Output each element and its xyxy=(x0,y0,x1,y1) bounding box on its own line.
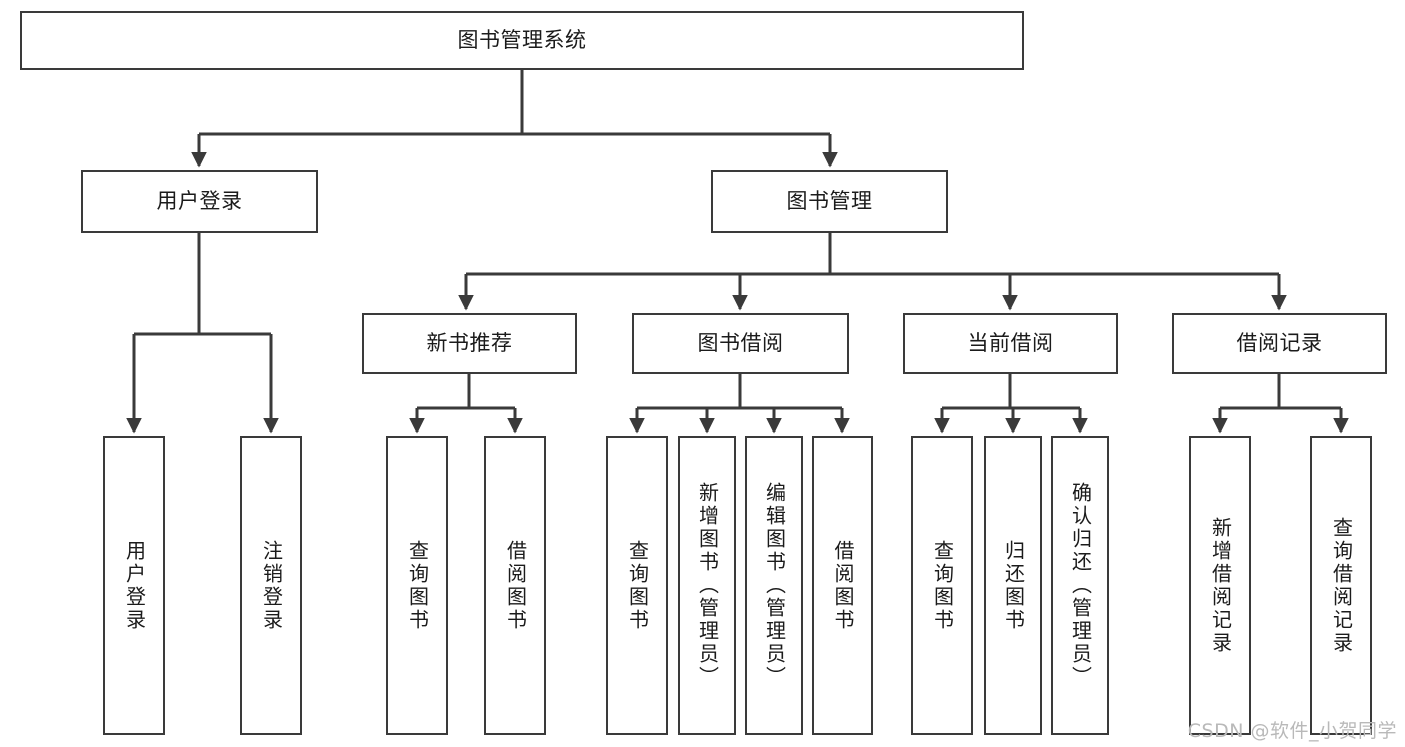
leaf-add-book-label: 新增图书（管理员） xyxy=(695,482,720,689)
leaf-user-login-label: 用户登录 xyxy=(122,539,147,632)
leaf-user-logout[interactable]: 注销登录 xyxy=(240,436,302,735)
leaf-borrow-book-1[interactable]: 借阅图书 xyxy=(484,436,546,735)
node-user-login-label: 用户登录 xyxy=(156,189,243,214)
node-current-borrow-label: 当前借阅 xyxy=(967,331,1054,356)
node-current-borrow[interactable]: 当前借阅 xyxy=(903,313,1118,374)
leaf-edit-book-label: 编辑图书（管理员） xyxy=(762,482,787,689)
leaf-query-book-1-label: 查询图书 xyxy=(405,539,430,632)
leaf-query-book-2-label: 查询图书 xyxy=(625,539,650,632)
node-new-book-rec-label: 新书推荐 xyxy=(426,331,513,356)
node-borrow-record-label: 借阅记录 xyxy=(1236,331,1323,356)
node-user-login[interactable]: 用户登录 xyxy=(81,170,318,233)
node-borrow-record[interactable]: 借阅记录 xyxy=(1172,313,1387,374)
node-book-manage-label: 图书管理 xyxy=(786,189,873,214)
node-new-book-rec[interactable]: 新书推荐 xyxy=(362,313,577,374)
leaf-confirm-return[interactable]: 确认归还（管理员） xyxy=(1051,436,1109,735)
node-book-borrow[interactable]: 图书借阅 xyxy=(632,313,849,374)
leaf-confirm-return-label: 确认归还（管理员） xyxy=(1068,482,1093,689)
leaf-borrow-book-2-label: 借阅图书 xyxy=(831,539,855,632)
leaf-user-login[interactable]: 用户登录 xyxy=(103,436,165,735)
leaf-query-record-label: 查询借阅记录 xyxy=(1329,516,1354,655)
leaf-add-record[interactable]: 新增借阅记录 xyxy=(1189,436,1251,735)
leaf-query-record[interactable]: 查询借阅记录 xyxy=(1310,436,1372,735)
leaf-query-book-1[interactable]: 查询图书 xyxy=(386,436,448,735)
leaf-borrow-book-1-label: 借阅图书 xyxy=(503,539,528,632)
node-root-label: 图书管理系统 xyxy=(457,28,587,53)
leaf-return-book-label: 归还图书 xyxy=(1001,539,1026,632)
node-root[interactable]: 图书管理系统 xyxy=(20,11,1024,70)
leaf-return-book[interactable]: 归还图书 xyxy=(984,436,1042,735)
leaf-borrow-book-2[interactable]: 借阅图书 xyxy=(812,436,873,735)
leaf-query-book-2[interactable]: 查询图书 xyxy=(606,436,668,735)
leaf-add-book[interactable]: 新增图书（管理员） xyxy=(678,436,736,735)
leaf-add-record-label: 新增借阅记录 xyxy=(1208,516,1233,655)
node-book-manage[interactable]: 图书管理 xyxy=(711,170,948,233)
leaf-query-book-3-label: 查询图书 xyxy=(930,539,955,632)
csdn-watermark: CSDN @软件_小贺同学 xyxy=(1187,720,1397,742)
node-book-borrow-label: 图书借阅 xyxy=(697,331,784,356)
leaf-query-book-3[interactable]: 查询图书 xyxy=(911,436,973,735)
leaf-user-logout-label: 注销登录 xyxy=(259,539,284,632)
leaf-edit-book[interactable]: 编辑图书（管理员） xyxy=(745,436,803,735)
